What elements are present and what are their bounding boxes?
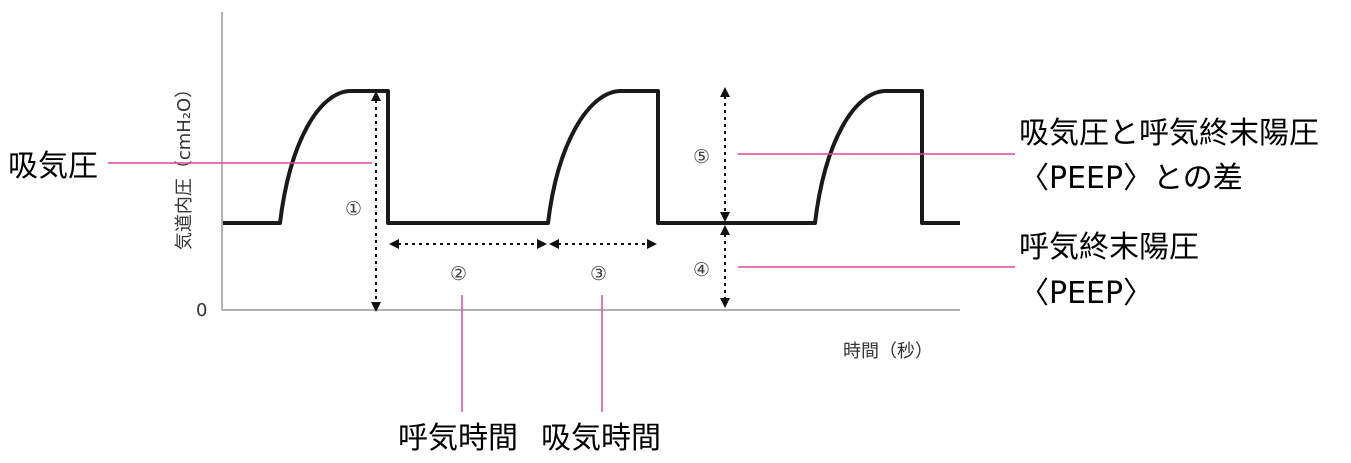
y-axis-label: 気道内圧（cmH₂O） [174, 80, 195, 250]
inspiratory-time-arrow [549, 239, 657, 249]
label-inspiratory-pressure: 吸気圧 [8, 149, 98, 184]
marker-2: ② [450, 263, 467, 285]
y-zero-label: 0 [196, 300, 207, 321]
marker-5: ⑤ [693, 146, 710, 168]
label-pressure-difference-line1: 吸気圧と呼気終末陽圧 [1019, 116, 1319, 151]
inspiratory-pressure-arrow [371, 91, 381, 312]
x-axis-label: 時間（秒） [843, 341, 933, 362]
marker-1: ① [345, 198, 362, 220]
marker-4: ④ [693, 259, 710, 281]
peep-arrow [720, 225, 730, 308]
label-expiratory-time: 呼気時間 [398, 421, 518, 456]
label-peep-line2: 〈PEEP〉 [1019, 276, 1153, 311]
label-pressure-difference-line2: 〈PEEP〉との差 [1019, 161, 1243, 196]
label-inspiratory-time: 吸気時間 [541, 421, 661, 456]
expiratory-time-arrow [389, 239, 547, 249]
label-peep-line1: 呼気終末陽圧 [1019, 230, 1199, 265]
pressure-difference-arrow [720, 87, 730, 222]
marker-3: ③ [590, 263, 607, 285]
pressure-waveform [223, 89, 960, 225]
